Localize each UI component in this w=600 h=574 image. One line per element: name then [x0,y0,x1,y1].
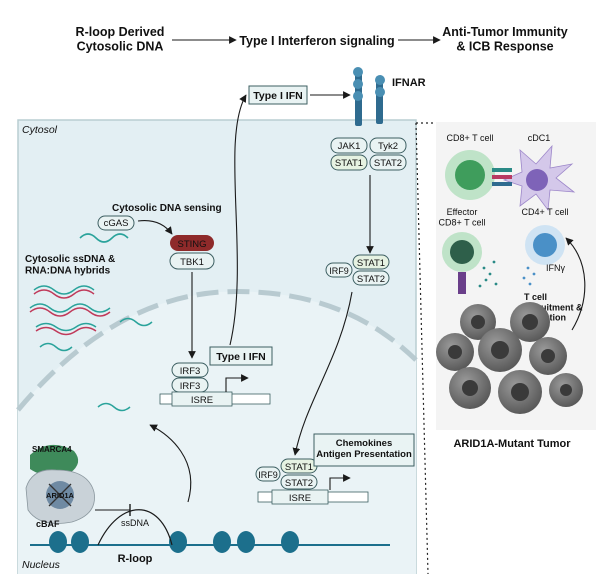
nuc-isre-label: ISRE [289,493,311,504]
isre-label: ISRE [191,395,213,406]
tumor-label: ARID1A-Mutant Tumor [453,438,571,450]
ifnar-icon [353,67,385,126]
irf3-promoter: IRF3 IRF3 ISRE Type I IFN [159,94,273,407]
cd8-t-cell-icon [445,150,495,200]
tbk1-pill [169,252,215,270]
dna-sensing-title: Cytosolic DNA sensing [112,203,222,214]
isgf3-stat1-pill [352,254,390,270]
cd4-label: CD4+ T cell [522,207,569,217]
tss-arrow-icon [225,374,249,392]
tcr-mhc-synapse-icon [492,168,512,186]
ifng-label: IFNγ [546,263,565,273]
recruitment-arrow [565,237,586,331]
cytosolic-ssdna: Cytosolic ssDNA &RNA:DNA hybrids [25,254,153,412]
ifnar-label: IFNAR [392,77,426,89]
ifn-secretion-arrow [229,94,247,346]
irf3-label-a: IRF3 [180,366,201,377]
nuclear-envelope [16,289,418,412]
irf3-label-b: IRF3 [180,381,201,392]
isgf3-irf9-label: IRF9 [329,266,349,276]
rloop-label: R-loop [118,553,153,565]
cgas-to-sting-arrow [137,219,173,235]
stat1-label: STAT1 [335,158,363,169]
nuc-stat2-label: STAT2 [285,478,313,489]
jak1-pill [330,137,368,154]
ifng-dots-icon [522,266,536,286]
jak1-label: JAK1 [338,141,361,152]
cd8-label: CD8+ T cell [447,133,494,143]
rloop-export-arrow [149,424,192,503]
irf3-pill-a [171,362,209,378]
nucleus-label: Nucleus [22,559,61,571]
cgas-label: cGAS [104,218,129,229]
nucleosomes-icon [49,531,299,553]
granzyme-dots-icon [478,260,498,288]
ssdna-label: Cytosolic ssDNA &RNA:DNA hybrids [25,254,115,277]
isgf3-nuclear-arrow [292,291,353,456]
isgf3-complex: IRF9 STAT1 STAT2 [292,254,390,456]
cbaf-label: cBAF [36,519,60,529]
sting-pill [170,235,214,251]
nuc-stat2-pill [280,474,318,490]
dna-sensing: Cytosolic DNA sensing cGAS STING TBK1 [79,203,222,359]
ssdna-rloop-label: ssDNA [121,518,149,528]
irf3-output-label: Type I IFN [216,351,265,363]
rloop-ssdna-icon [97,509,173,546]
tumor-mass-icon [436,302,583,414]
stat1-pill [330,154,368,171]
cytosol-label: Cytosol [22,124,58,136]
cdc1-label: cDC1 [528,133,551,143]
nuc-tss-arrow-icon [329,474,351,490]
nuc-irf9-label: IRF9 [258,470,278,480]
effector-cd8-icon [442,232,482,294]
isgf3-stat2-pill [352,270,390,286]
cbaf-complex-icon [25,444,95,524]
tbk1-label: TBK1 [180,257,204,268]
stat2-label: STAT2 [374,158,402,169]
cell: Cytosol Nucleus [16,119,418,574]
sting-label: STING [177,239,206,250]
cgas-dna-icon [79,233,129,243]
smarca4-label: SMARCA4 [32,445,72,454]
header-step2: Type I Interferon signaling [239,34,394,48]
header-step3: Anti-Tumor Immunity& ICB Response [442,25,567,53]
cdc1-icon [502,144,576,212]
tyk2-pill [369,137,407,154]
stat2-pill [369,154,407,171]
isgf3-irf9-pill [325,262,353,278]
tyk2-label: Tyk2 [378,141,398,152]
ssdna-strands-icon [29,285,153,412]
isre-box [171,391,233,407]
arid1a-label: ARID1A [46,491,75,500]
type1-ifn-box [248,85,308,105]
nuc-isre-box [271,489,329,505]
isgf3-stat1-label: STAT1 [357,258,385,269]
ifnar-receptor: IFNAR Type I IFN JAK1 STAT1 Tyk2 STAT2 [248,67,426,254]
nuc-stat1-label: STAT1 [285,462,313,473]
chromatin: SMARCA4 ARID1A cBAF ssDNA R-loop [25,424,390,565]
chemokines-box [313,433,415,467]
type1-ifn-label: Type I IFN [253,90,302,102]
cgas-pill [97,215,135,231]
cd4-t-cell-icon [525,225,565,265]
zoom-lines [415,122,436,574]
isgf3-stat2-label: STAT2 [357,274,385,285]
nuc-irf9-pill [255,466,281,482]
irf3-output-box [209,346,273,366]
